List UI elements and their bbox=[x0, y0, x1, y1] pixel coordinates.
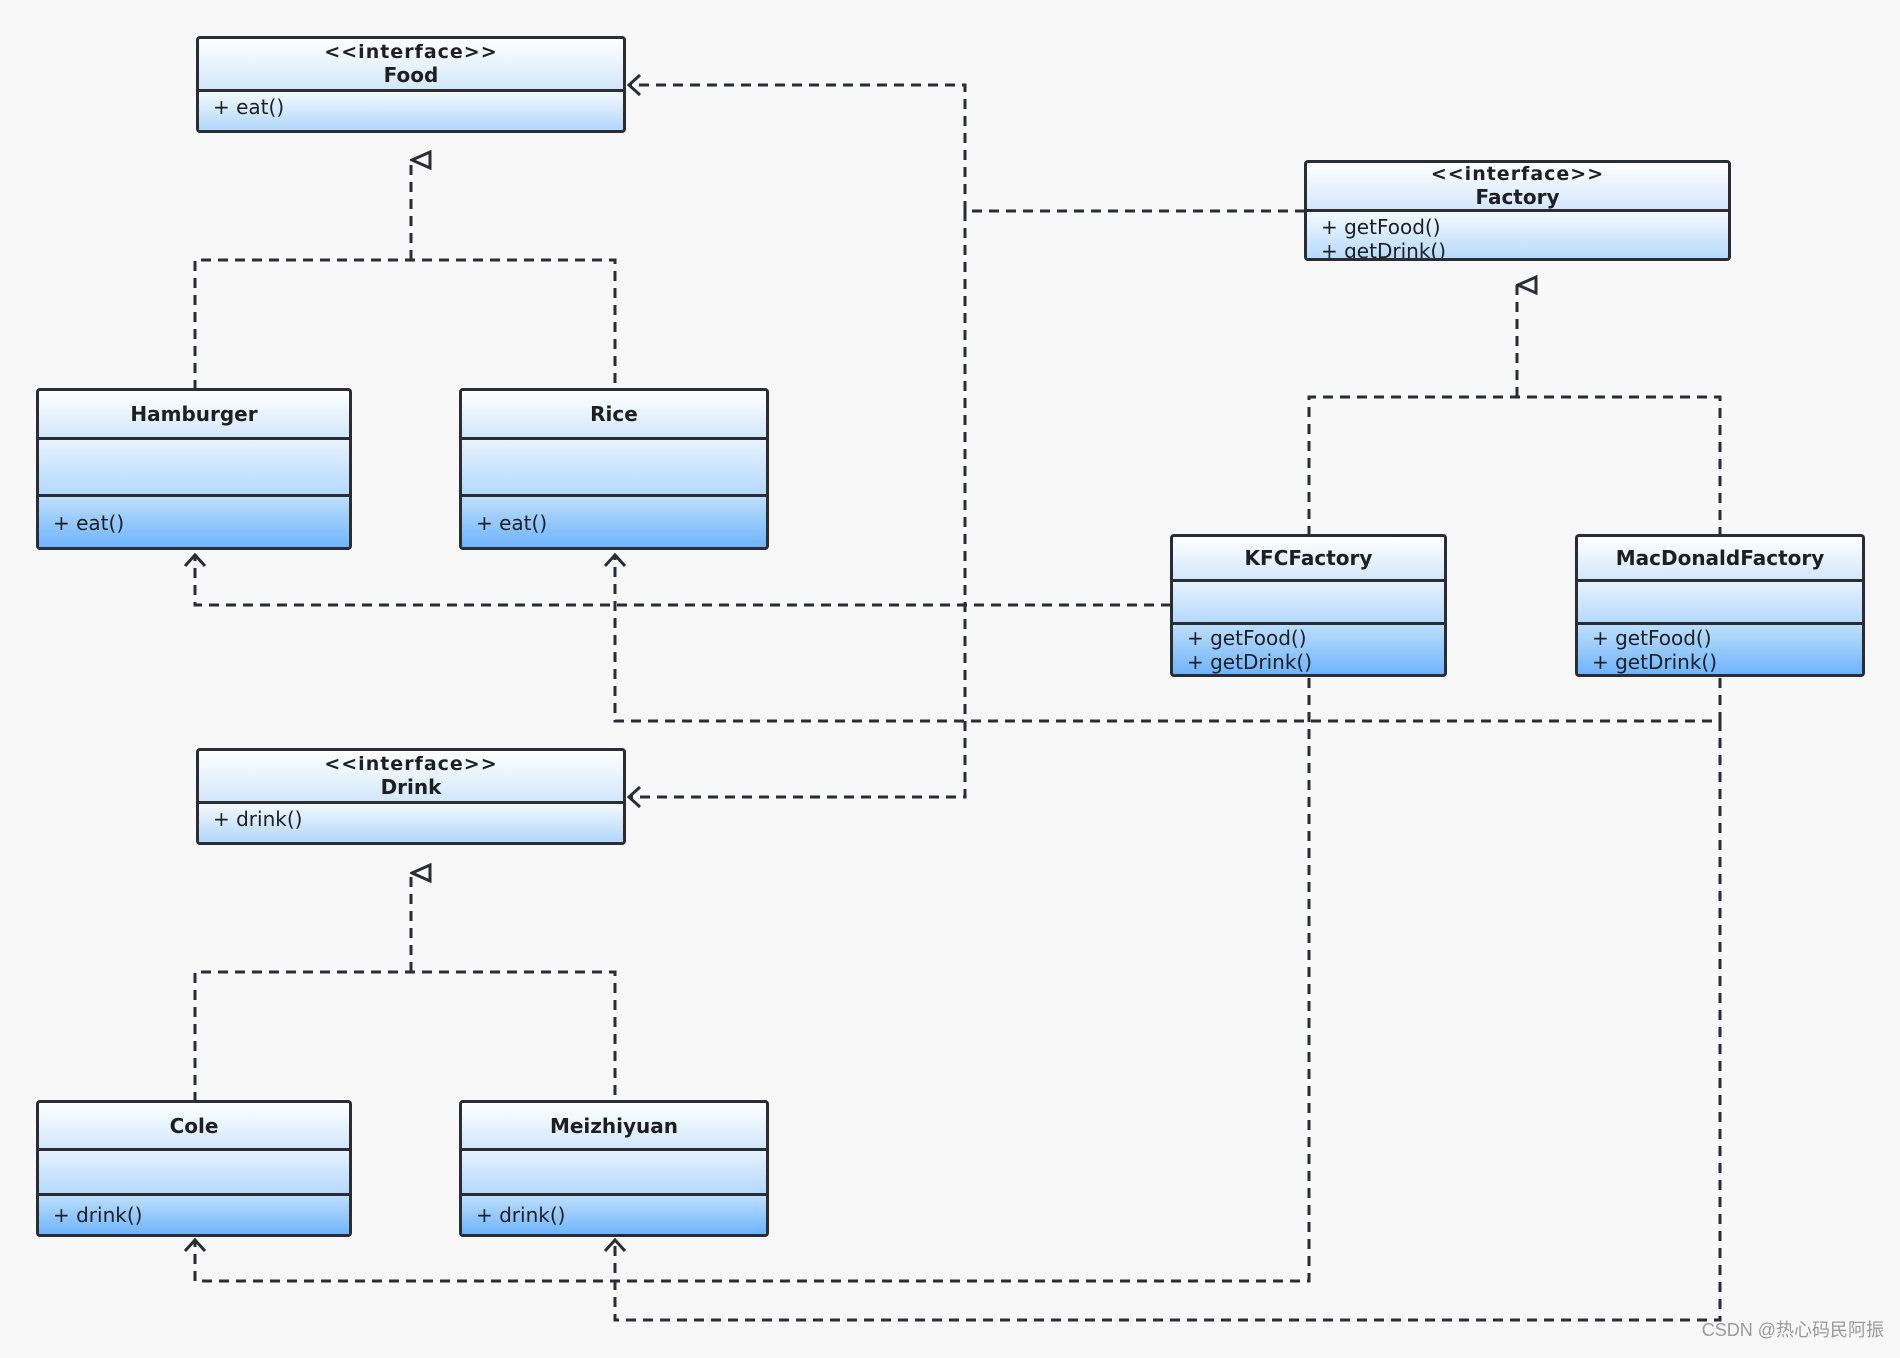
attributes-section bbox=[462, 1148, 766, 1193]
dependency-kfc-cole bbox=[193, 678, 1311, 1283]
operation: + getDrink() bbox=[1592, 650, 1717, 674]
class-name: Meizhiyuan bbox=[549, 1113, 679, 1138]
class-header: <<interface>> Factory bbox=[1307, 163, 1728, 209]
dependency-factory-drink bbox=[630, 211, 967, 799]
dependency-factory-food bbox=[630, 83, 967, 211]
open-arrowhead-hamburger bbox=[183, 552, 207, 568]
dependency-macdonald-rice bbox=[613, 555, 1722, 723]
operation: + drink() bbox=[53, 1203, 143, 1227]
operations-section: + eat() bbox=[462, 494, 766, 547]
class-header: Hamburger bbox=[39, 391, 349, 437]
attributes-section bbox=[1578, 578, 1862, 622]
operation: + eat() bbox=[476, 511, 548, 535]
realization-factories bbox=[1307, 395, 1722, 536]
class-name: MacDonaldFactory bbox=[1615, 545, 1825, 570]
stereotype-label: <<interface>> bbox=[324, 41, 498, 63]
open-arrowhead-drink bbox=[626, 785, 642, 809]
stereotype-label: <<interface>> bbox=[324, 753, 498, 775]
operation: + getFood() bbox=[1592, 626, 1712, 650]
class-name: Rice bbox=[590, 402, 638, 426]
food-interface-box[interactable]: <<interface>> Food + eat() bbox=[196, 36, 626, 133]
realization-cole-meizhiyuan-drink bbox=[193, 970, 617, 1102]
kfcfactory-class-box[interactable]: KFCFactory + getFood() + getDrink() bbox=[1170, 534, 1447, 677]
class-header: <<interface>> Food bbox=[199, 39, 623, 89]
hamburger-class-box[interactable]: Hamburger + eat() bbox=[36, 388, 352, 550]
dependency-kfc-hamburger bbox=[193, 555, 1171, 607]
operation: + getDrink() bbox=[1321, 239, 1446, 261]
operation: + drink() bbox=[476, 1203, 566, 1227]
class-header: KFCFactory bbox=[1173, 537, 1444, 579]
operation: + getDrink() bbox=[1187, 650, 1312, 674]
class-name: Food bbox=[383, 63, 439, 87]
open-arrowhead-meizhiyuan bbox=[603, 1237, 627, 1253]
factory-interface-box[interactable]: <<interface>> Factory + getFood() + getD… bbox=[1304, 160, 1731, 261]
operation: + getFood() bbox=[1187, 626, 1307, 650]
attributes-section bbox=[462, 437, 766, 494]
operations-section: + drink() bbox=[199, 801, 623, 842]
macdonaldfactory-class-box[interactable]: MacDonaldFactory + getFood() + getDrink(… bbox=[1575, 534, 1865, 677]
operation: + drink() bbox=[213, 807, 303, 831]
operation: + eat() bbox=[53, 511, 125, 535]
class-name: KFCFactory bbox=[1244, 545, 1373, 570]
attributes-section bbox=[39, 437, 349, 494]
operations-section: + drink() bbox=[462, 1193, 766, 1234]
meizhiyuan-class-box[interactable]: Meizhiyuan + drink() bbox=[459, 1100, 769, 1237]
class-name: Factory bbox=[1475, 185, 1560, 209]
operation: + eat() bbox=[213, 95, 285, 119]
cole-class-box[interactable]: Cole + drink() bbox=[36, 1100, 352, 1237]
rice-class-box[interactable]: Rice + eat() bbox=[459, 388, 769, 550]
operations-section: + eat() bbox=[39, 494, 349, 547]
operations-section: + getFood() + getDrink() bbox=[1578, 622, 1862, 674]
attributes-section bbox=[39, 1148, 349, 1193]
open-arrowhead-rice bbox=[603, 552, 627, 568]
class-name: Cole bbox=[169, 1113, 219, 1138]
operations-section: + getFood() + getDrink() bbox=[1173, 622, 1444, 674]
operations-section: + eat() bbox=[199, 89, 623, 130]
class-header: Meizhiyuan bbox=[462, 1103, 766, 1148]
class-name: Drink bbox=[380, 775, 442, 799]
attributes-section bbox=[1173, 578, 1444, 622]
class-header: Cole bbox=[39, 1103, 349, 1148]
stereotype-label: <<interface>> bbox=[1430, 163, 1605, 185]
operations-section: + getFood() + getDrink() bbox=[1307, 209, 1728, 261]
watermark: CSDN @热心码民阿振 bbox=[1701, 1320, 1884, 1340]
class-header: MacDonaldFactory bbox=[1578, 537, 1862, 579]
drink-interface-box[interactable]: <<interface>> Drink + drink() bbox=[196, 748, 626, 845]
operations-section: + drink() bbox=[39, 1193, 349, 1234]
class-header: <<interface>> Drink bbox=[199, 751, 623, 801]
class-name: Hamburger bbox=[130, 402, 258, 426]
operation: + getFood() bbox=[1321, 215, 1441, 239]
dependency-macdonald-meizhiyuan bbox=[613, 721, 1722, 1322]
class-header: Rice bbox=[462, 391, 766, 437]
open-arrowhead-food bbox=[626, 73, 642, 97]
realization-hamburger-food bbox=[193, 258, 617, 390]
open-arrowhead-cole bbox=[183, 1237, 207, 1253]
